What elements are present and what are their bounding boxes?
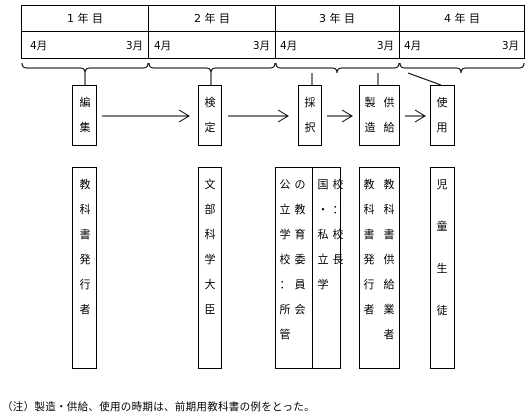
actor-minister-label: 文部科学大臣	[205, 177, 216, 316]
year-2-start-month: 4月	[154, 40, 171, 52]
actor-adopters-private-label: 国・私立学校：校長	[318, 177, 344, 291]
stage-supply-col1-label: 製造	[365, 95, 376, 134]
actor-students-label: 児童生徒	[437, 178, 448, 317]
stage-adoption-label: 採択	[305, 95, 316, 134]
stage-supply-box	[359, 85, 400, 146]
stage-use-label: 使用	[437, 96, 448, 134]
actor-suppliers-box	[359, 167, 400, 369]
actor-minister-box	[198, 167, 222, 369]
year-3-label: 3 年 目	[319, 11, 355, 25]
year-braces	[21, 62, 525, 74]
year-2-brace	[148, 62, 276, 74]
year-3-end-month: 3月	[377, 40, 394, 52]
actor-supplier-publisher-label: 教科書発行者	[364, 178, 375, 316]
year-1-end-month: 3月	[126, 40, 143, 52]
actor-adopters-box	[275, 167, 341, 369]
year-1-start-month: 4月	[30, 40, 47, 52]
year-2-label: 2 年 目	[194, 11, 230, 25]
stage-edit-label: 編集	[80, 95, 91, 134]
year-4-brace	[399, 62, 525, 74]
stage-approval-box	[198, 85, 222, 146]
year-4-label: 4 年 目	[444, 11, 480, 25]
stage-adoption-box	[298, 85, 322, 146]
footnote: （注）製造・供給、使用の時期は、前期用教科書の例をとった。	[2, 401, 315, 413]
brace-connectors	[84, 72, 442, 86]
year-4-end-month: 3月	[502, 40, 519, 52]
year-1-label: 1 年 目	[67, 11, 103, 25]
year-3-start-month: 4月	[280, 40, 297, 52]
year-2-end-month: 3月	[253, 40, 270, 52]
year-4-start-month: 4月	[404, 40, 421, 52]
actor-publisher-box	[72, 167, 97, 369]
year-1-brace	[21, 62, 149, 74]
year-3-brace	[275, 62, 400, 74]
stage-supply-col2-label: 供給	[384, 95, 395, 134]
stage-approval-label: 検定	[205, 95, 216, 134]
stage-edit-box	[72, 85, 97, 146]
actor-publisher-label: 教科書発行者	[80, 178, 91, 316]
actor-supplier-vendor-label: 教科書供給業者	[384, 178, 395, 341]
stage-use-box	[430, 85, 455, 146]
timeline-table	[21, 5, 525, 59]
actor-adopters-public-label: 公立学校：所管の教育委員会	[280, 178, 306, 341]
actor-students-box	[430, 167, 455, 369]
